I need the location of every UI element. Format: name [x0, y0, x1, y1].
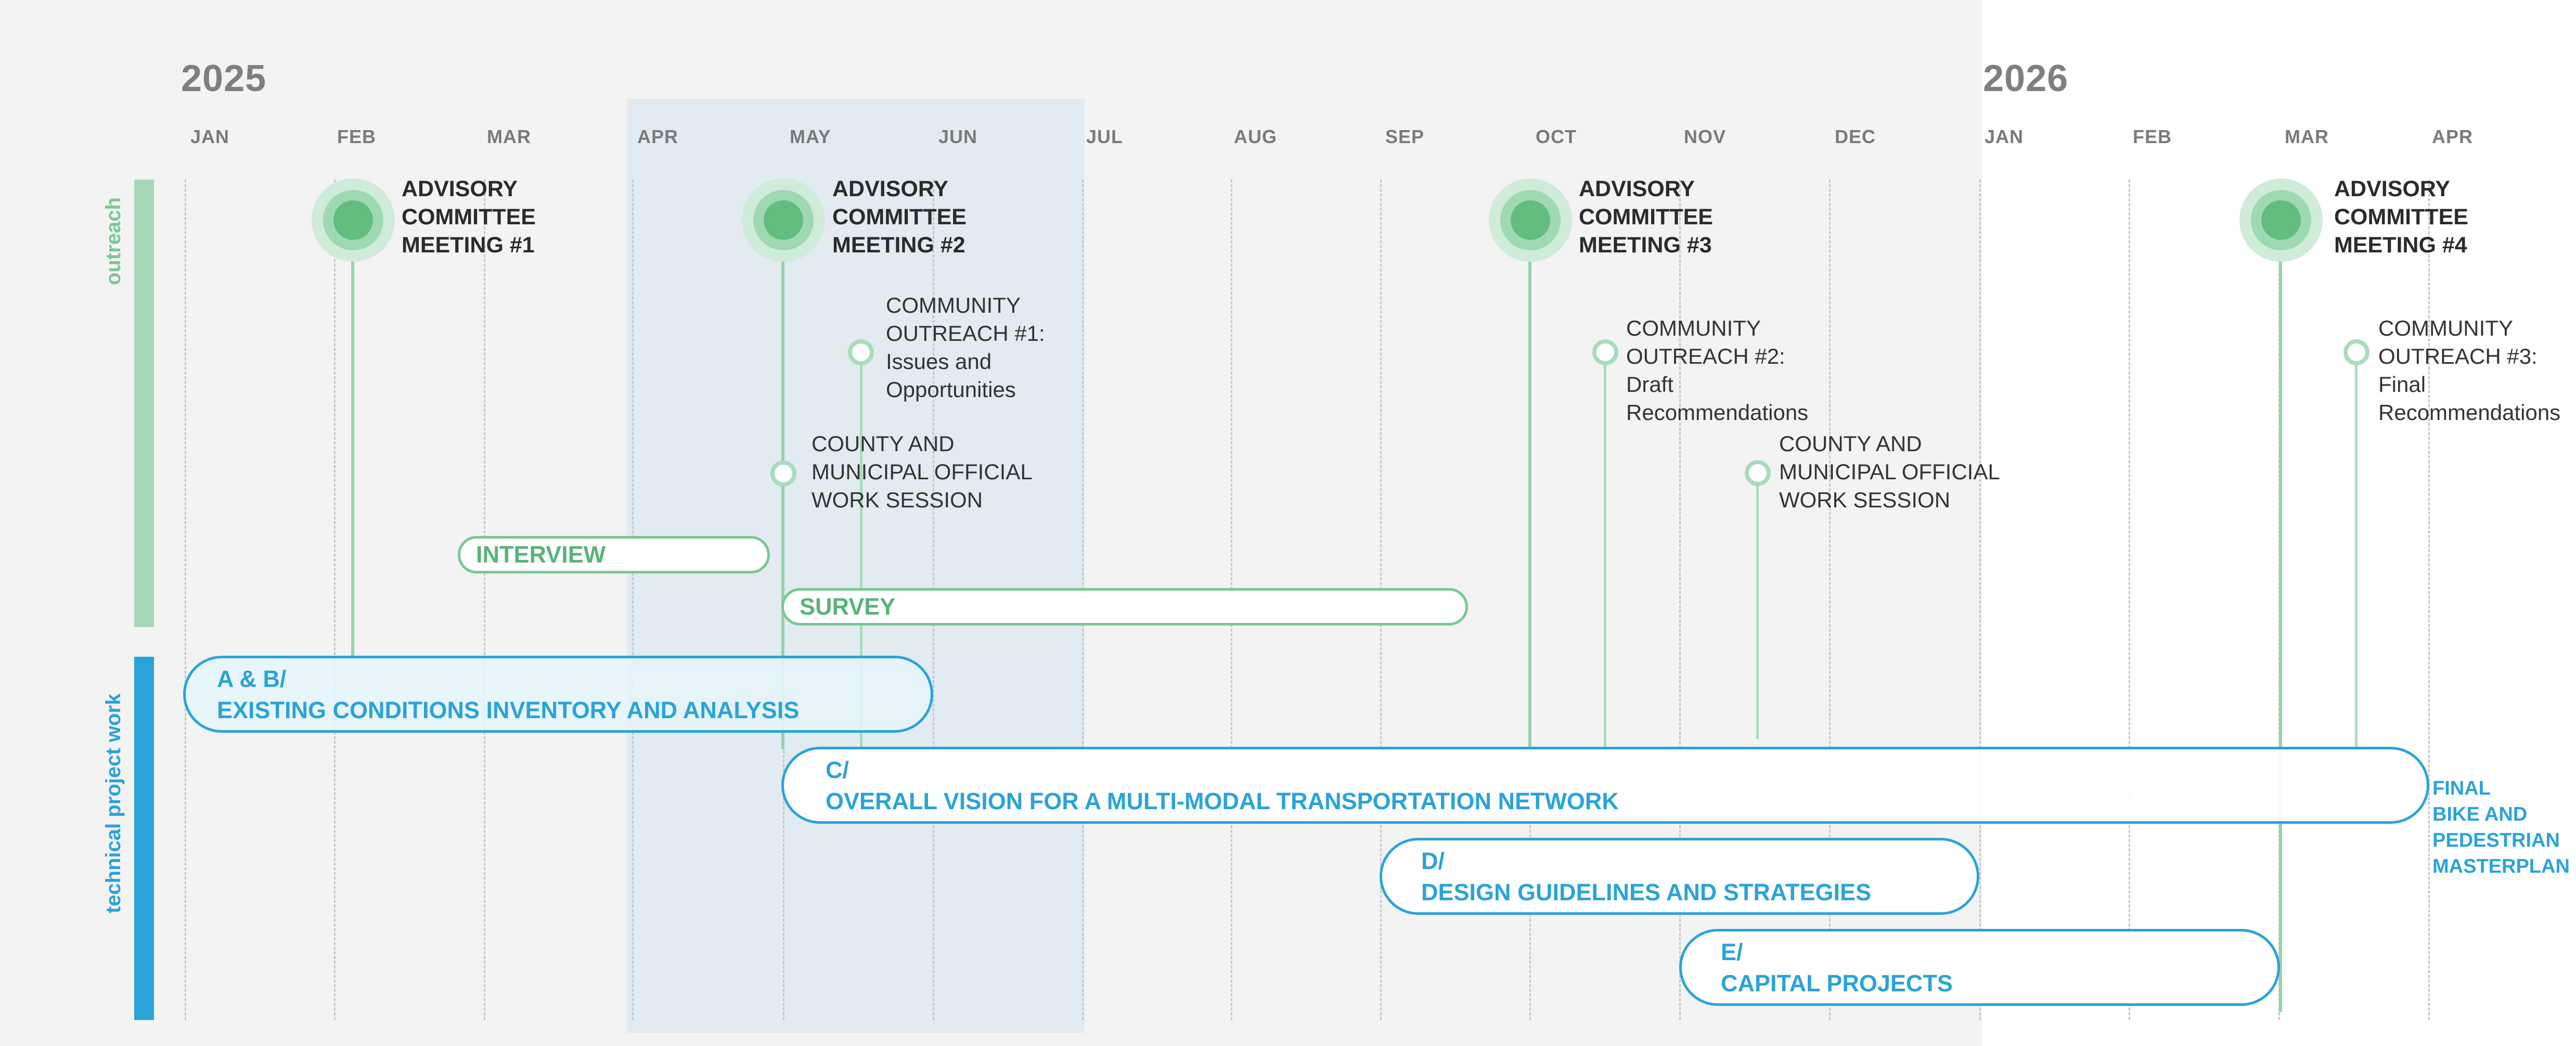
task-ab-code: A & B/	[217, 666, 287, 692]
month-gridline	[632, 180, 634, 1020]
interview-label: INTERVIEW	[476, 541, 606, 568]
month-label: APR	[637, 126, 679, 147]
month-label: FEB	[2133, 126, 2172, 147]
survey-bar: SURVEY	[781, 588, 1468, 626]
interview-bar: INTERVIEW	[458, 536, 770, 573]
technical-track-bar	[134, 657, 154, 1020]
work-session-2-stem	[1756, 484, 1759, 739]
outreach-2-stem	[1604, 364, 1606, 749]
work-session-1-marker	[770, 461, 796, 487]
task-e-code: E/	[1721, 939, 1743, 965]
month-label: SEP	[1385, 126, 1425, 147]
task-c-title: OVERALL VISION FOR A MULTI-MODAL TRANSPO…	[826, 788, 1619, 814]
outreach-1-stem	[860, 364, 862, 749]
task-ab-bar: A & B/ EXISTING CONDITIONS INVENTORY AND…	[183, 656, 933, 733]
month-label: JAN	[190, 126, 230, 147]
meeting-1-stem	[351, 221, 354, 658]
month-gridline	[1979, 180, 1981, 1020]
outreach-3-stem	[2355, 364, 2358, 749]
month-label: FEB	[337, 126, 376, 147]
month-gridline	[334, 180, 336, 1020]
month-gridline	[2129, 180, 2130, 1020]
month-label: JUN	[938, 126, 978, 147]
month-gridline	[185, 180, 186, 1020]
month-label: DEC	[1835, 126, 1876, 147]
month-gridline	[2428, 180, 2430, 1020]
task-e-bar: E/ CAPITAL PROJECTS	[1679, 929, 2280, 1006]
month-gridline	[484, 180, 485, 1020]
month-label: AUG	[1234, 126, 1277, 147]
month-label: APR	[2432, 126, 2474, 147]
meeting-3-stem	[1528, 221, 1531, 749]
meeting-4-marker-dot	[2261, 200, 2301, 240]
meeting-4-stem	[2279, 221, 2282, 1012]
task-d-code: D/	[1421, 848, 1445, 874]
month-label: JUL	[1086, 126, 1124, 147]
outreach-track-bar	[134, 180, 154, 627]
year-label-2026: 2026	[1983, 58, 2069, 99]
outreach-track-label: outreach	[102, 197, 125, 285]
month-gridline	[1679, 180, 1681, 1020]
task-e-title: CAPITAL PROJECTS	[1721, 970, 1953, 997]
month-label: NOV	[1684, 126, 1727, 147]
task-d-bar: D/ DESIGN GUIDELINES AND STRATEGIES	[1380, 838, 1979, 915]
outreach-1-marker	[848, 339, 874, 365]
month-label: MAR	[2285, 126, 2329, 147]
task-ab-title: EXISTING CONDITIONS INVENTORY AND ANALYS…	[217, 697, 800, 723]
meeting-3-marker-dot	[1511, 200, 1550, 240]
outreach-3-marker	[2343, 339, 2369, 365]
work-session-2-marker	[1745, 460, 1771, 486]
survey-label: SURVEY	[800, 593, 896, 620]
task-c-bar: C/ OVERALL VISION FOR A MULTI-MODAL TRAN…	[781, 747, 2429, 824]
month-label: MAY	[790, 126, 831, 147]
meeting-2-marker-dot	[764, 200, 803, 240]
year-label-2025: 2025	[181, 58, 267, 99]
month-label: JAN	[1985, 126, 2024, 147]
month-label: OCT	[1536, 126, 1577, 147]
month-label: MAR	[487, 126, 531, 147]
task-d-title: DESIGN GUIDELINES AND STRATEGIES	[1421, 879, 1872, 905]
technical-track-label: technical project work	[102, 693, 125, 913]
meeting-1-marker-dot	[333, 200, 373, 240]
task-c-code: C/	[826, 757, 849, 783]
task-d-text: D/ DESIGN GUIDELINES AND STRATEGIES	[1382, 840, 1977, 908]
outreach-2-marker	[1592, 339, 1618, 365]
month-gridline	[1829, 180, 1831, 1020]
